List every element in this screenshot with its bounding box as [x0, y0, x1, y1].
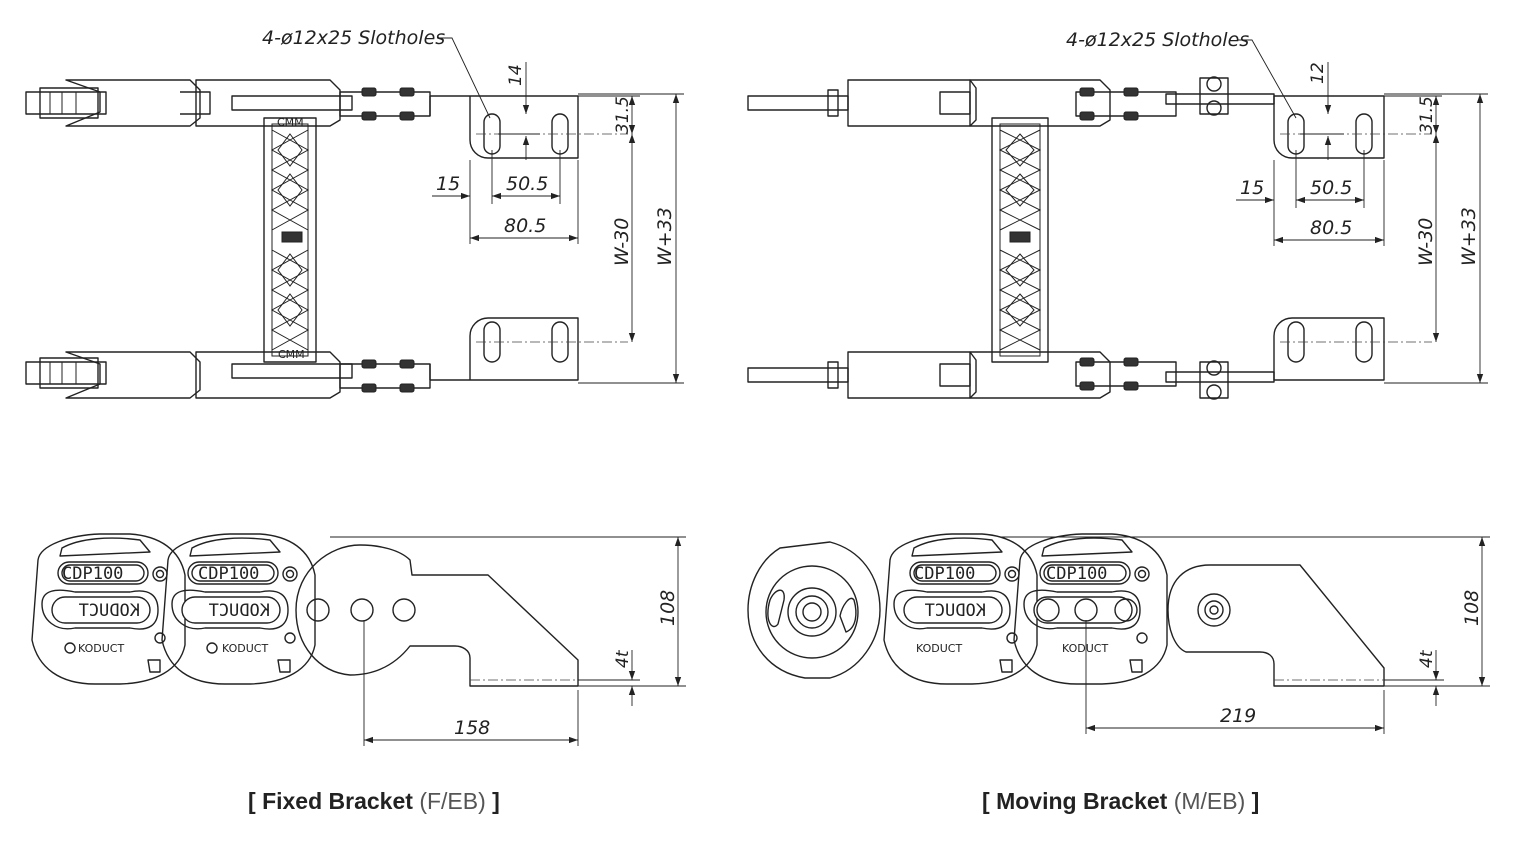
moving-link1-model: CDP100: [914, 564, 975, 584]
fixed-link1-brand-mirrored: KODUCT: [79, 601, 140, 621]
moving-caption-open: [: [982, 788, 990, 814]
moving-plan-view: 4-ø12x25 Slotholes 12 31.5 W-30 W+33 15 …: [747, 29, 1488, 400]
moving-side-view: CDP100 KODUCT KODUCT CDP100 KODUCT 108 4…: [747, 533, 1490, 734]
moving-caption-title: Moving Bracket: [996, 788, 1168, 814]
fixed-dim-15: 15: [436, 173, 460, 195]
moving-dim-15: 15: [1240, 177, 1264, 199]
fixed-link2-model: CDP100: [198, 564, 259, 584]
moving-dim-50-5: 50.5: [1310, 177, 1352, 199]
fixed-dim-14: 14: [506, 64, 526, 86]
fixed-dim-length: 158: [454, 717, 490, 739]
moving-dim-w-30: W-30: [1415, 218, 1437, 266]
moving-dim-4t: 4t: [1417, 649, 1437, 668]
moving-link1-brand-mirrored: KODUCT: [925, 601, 986, 621]
fixed-link1-model: CDP100: [62, 564, 123, 584]
fixed-bracket-caption: [ Fixed Bracket (F/EB) ]: [248, 788, 500, 815]
fixed-dim-50-5: 50.5: [506, 173, 548, 195]
moving-caption-close: ]: [1251, 788, 1260, 814]
fixed-dim-4t: 4t: [613, 649, 633, 668]
moving-dim-80-5: 80.5: [1310, 217, 1352, 239]
moving-link1-brand: KODUCT: [916, 642, 962, 655]
fixed-caption-title: Fixed Bracket: [262, 788, 413, 814]
fixed-dim-31-5: 31.5: [613, 96, 633, 134]
fixed-caption-close: ]: [492, 788, 500, 814]
moving-dim-length: 219: [1220, 705, 1256, 727]
moving-caption-code: (M/EB): [1173, 788, 1246, 814]
fixed-plan-view: CMM CMM 4-ø12x25 Slotholes 14 31.5 W-30 …: [25, 27, 684, 399]
fixed-slotholes-label: 4-ø12x25 Slotholes: [262, 27, 445, 49]
moving-link2-brand: KODUCT: [1062, 642, 1108, 655]
moving-dim-31-5: 31.5: [1417, 96, 1437, 134]
svg-text:CMM: CMM: [278, 348, 305, 361]
fixed-caption-open: [: [248, 788, 256, 814]
moving-dim-12: 12: [1308, 62, 1328, 84]
svg-text:CMM: CMM: [277, 116, 304, 129]
moving-slotholes-label: 4-ø12x25 Slotholes: [1066, 29, 1249, 51]
fixed-dim-w-33: W+33: [654, 207, 676, 266]
fixed-side-view: CDP100 KODUCT KODUCT CDP100 KODUCT KODUC…: [31, 533, 686, 746]
fixed-dim-108: 108: [657, 590, 679, 626]
fixed-dim-w-30: W-30: [611, 218, 633, 266]
fixed-dim-80-5: 80.5: [504, 215, 546, 237]
moving-dim-108: 108: [1461, 590, 1483, 626]
moving-bracket-caption: [ Moving Bracket (M/EB) ]: [982, 788, 1259, 815]
fixed-caption-code: (F/EB): [419, 788, 486, 814]
moving-link2-model: CDP100: [1046, 564, 1107, 584]
fixed-link1-brand: KODUCT: [78, 642, 124, 655]
fixed-link2-brand: KODUCT: [222, 642, 268, 655]
fixed-link2-brand-mirrored: KODUCT: [209, 601, 270, 621]
moving-dim-w-33: W+33: [1458, 207, 1480, 266]
